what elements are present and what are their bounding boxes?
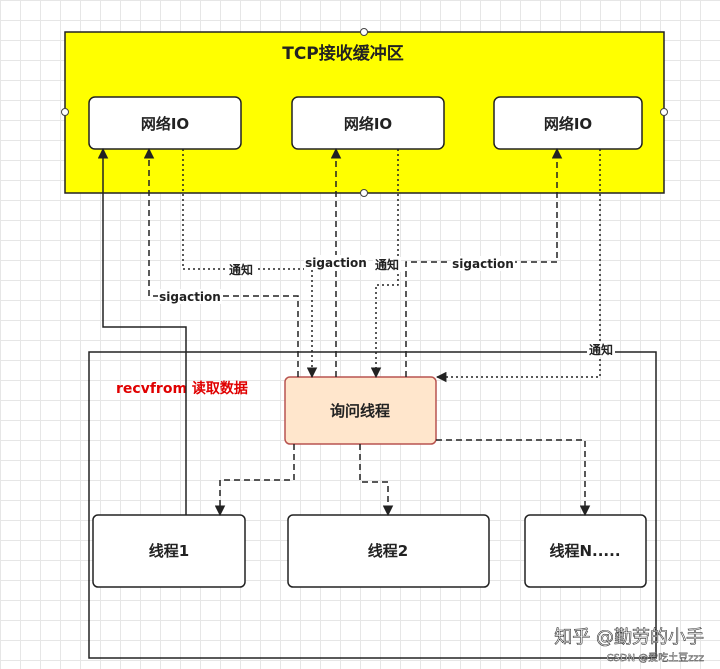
notify-label-io2: 通知: [375, 257, 399, 272]
dispatch-arrow-threadn: [436, 439, 591, 517]
edge-label-bg: [158, 289, 222, 304]
edge-label-bg: [304, 255, 368, 270]
worker-thread-label-1: 线程1: [149, 542, 189, 560]
notify-arrow-io3: [435, 149, 601, 383]
watermark-sub: CSDN @爱吃土豆zzz: [607, 651, 704, 664]
watermark-main: 知乎 @勤劳的小手: [554, 627, 704, 648]
edge-label-bg: [227, 262, 255, 277]
dispatch-arrow-thread1: [214, 444, 295, 517]
selection-handle: [360, 28, 368, 36]
process-container: [88, 351, 657, 659]
network-io-box-2: [291, 96, 445, 150]
network-io-label-3: 网络IO: [544, 115, 592, 133]
tcp-buffer-title: TCP接收缓冲区: [282, 43, 404, 64]
notify-label-io1: 通知: [229, 262, 253, 277]
edge-label-bg: [587, 342, 615, 357]
worker-thread-box-1: [92, 514, 246, 588]
sigaction-label-io3: sigaction: [452, 257, 514, 271]
selection-handles: [61, 28, 668, 197]
dispatch-arrow-thread2: [359, 444, 394, 517]
edge-label-bg: [451, 256, 515, 271]
selection-handle: [660, 108, 668, 116]
query-thread-label: 询问线程: [330, 402, 390, 420]
notify-arrow-io2: [370, 149, 399, 379]
sigaction-arrow-io1: [143, 147, 299, 377]
network-io-label-1: 网络IO: [141, 115, 189, 133]
notify-arrow-io1: [182, 149, 318, 379]
sigaction-label-io2: sigaction: [305, 256, 367, 270]
network-io-label-2: 网络IO: [344, 115, 392, 133]
worker-thread-label-n: 线程N.....: [549, 542, 620, 560]
read-arrow-thread1-io1: [97, 147, 187, 515]
worker-thread-label-2: 线程2: [368, 542, 408, 560]
recvfrom-label: recvfrom 读取数据: [116, 380, 248, 397]
edge-label-bg: [373, 257, 401, 272]
network-io-box-1: [88, 96, 242, 150]
selection-handle: [360, 189, 368, 197]
notify-label-io3: 通知: [589, 342, 613, 357]
sigaction-label-io1: sigaction: [159, 290, 221, 304]
network-io-box-3: [493, 96, 643, 150]
selection-handle: [61, 108, 69, 116]
